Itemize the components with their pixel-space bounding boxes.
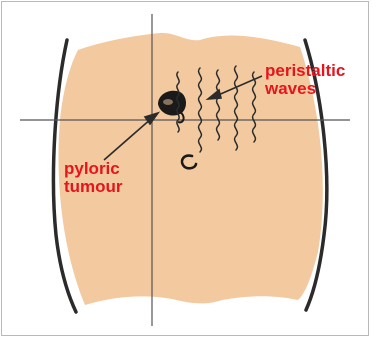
peristaltic-label-line-1: peristaltic [265, 62, 345, 80]
peristaltic-waves-label: peristaltic waves [265, 62, 345, 98]
pyloric-tumour-highlight [163, 99, 173, 105]
pyloric-label-line-2: tumour [64, 178, 123, 196]
peristaltic-label-line-2: waves [265, 80, 345, 98]
pyloric-tumour-label: pyloric tumour [64, 160, 123, 196]
pyloric-label-line-1: pyloric [64, 160, 123, 178]
